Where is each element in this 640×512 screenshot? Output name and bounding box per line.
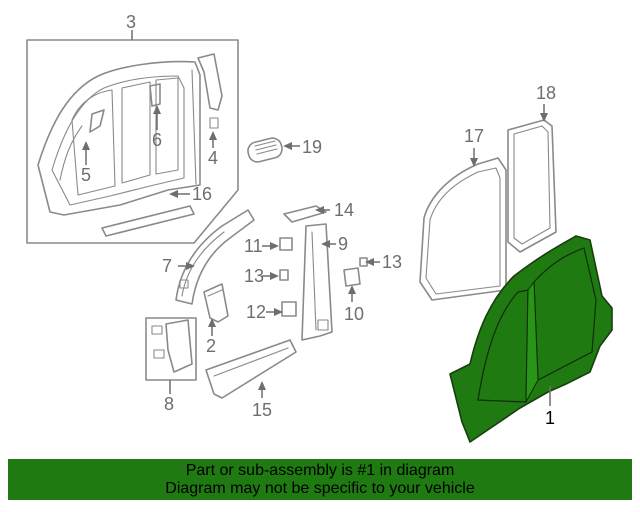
callout-16: 16 [192, 184, 212, 204]
callout-5: 5 [81, 165, 91, 185]
callout-11: 11 [244, 236, 263, 256]
callout-labels: 3 5 6 4 16 19 7 2 8 11 13 12 14 9 10 13 … [81, 12, 556, 428]
part-1-highlighted [449, 235, 613, 443]
callout-17: 17 [464, 126, 484, 146]
callout-8: 8 [164, 394, 174, 414]
callout-7: 7 [162, 256, 172, 276]
callout-10: 10 [344, 304, 364, 324]
callout-4: 4 [208, 148, 218, 168]
callout-13a: 13 [244, 266, 264, 286]
small-brackets [262, 237, 297, 317]
part-19 [247, 137, 300, 163]
callout-14: 14 [334, 200, 354, 220]
callout-15: 15 [252, 400, 272, 420]
banner-line-2: Diagram may not be specific to your vehi… [165, 479, 475, 497]
callout-2: 2 [206, 336, 216, 356]
callout-6: 6 [152, 130, 162, 150]
info-banner: Part or sub-assembly is #1 in diagram Di… [8, 459, 632, 500]
part-8-group [145, 317, 197, 394]
callout-12: 12 [246, 302, 266, 322]
callout-19: 19 [302, 137, 322, 157]
part-2 [203, 283, 229, 336]
part-3-group [26, 30, 239, 244]
callout-9: 9 [338, 234, 348, 254]
callout-1: 1 [545, 408, 555, 428]
part-18 [507, 104, 557, 253]
callout-13b: 13 [382, 252, 402, 272]
part-7 [175, 209, 255, 305]
callout-18: 18 [536, 83, 556, 103]
banner-line-1: Part or sub-assembly is #1 in diagram [185, 461, 455, 479]
part-15 [205, 339, 297, 399]
part-17 [419, 148, 507, 301]
part-9 [301, 223, 336, 341]
callout-3: 3 [126, 12, 136, 32]
part-14 [283, 205, 330, 223]
parts-10-13 [343, 257, 380, 302]
